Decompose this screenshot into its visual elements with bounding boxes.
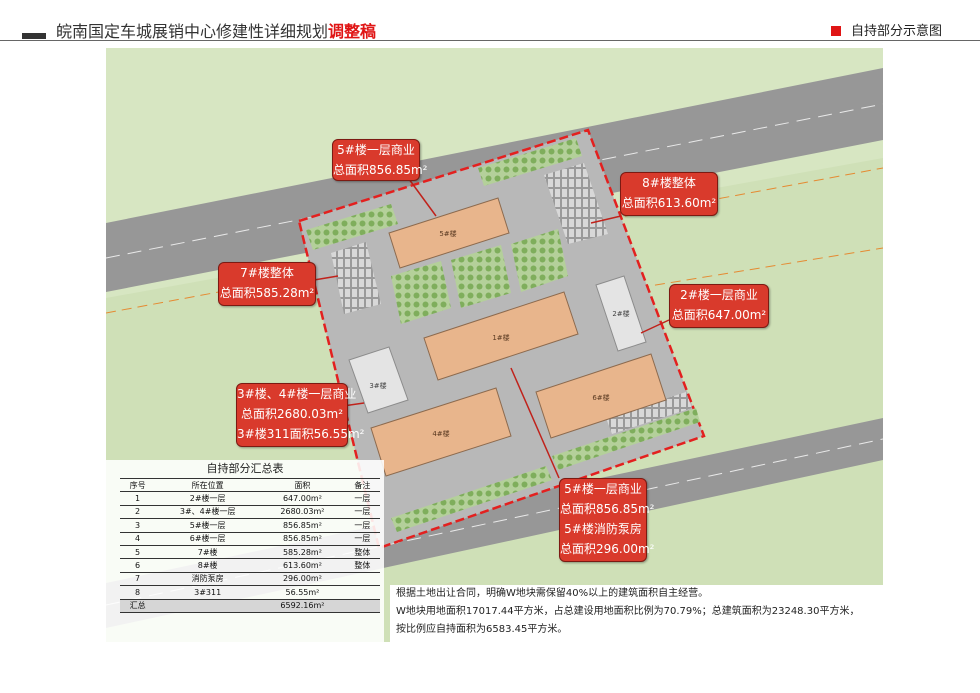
explanatory-note: 根据土地出让合同，明确W地块需保留40%以上的建筑面积自主经营。 W地块用地面积…: [390, 585, 885, 642]
building-7: [348, 346, 409, 414]
col-header-note: 备注: [344, 477, 380, 493]
building-2: [595, 275, 647, 352]
col-header-location: 所在位置: [155, 477, 261, 493]
leader-5: [405, 174, 437, 217]
page-title: 皖南国定车城展销中心修建性详细规划调整稿: [56, 22, 377, 41]
page-subtitle: 自持部分示意图: [830, 20, 942, 39]
building-1: [423, 291, 579, 381]
green-strip-se: [552, 408, 700, 470]
building-5: [388, 197, 510, 269]
header-bar: [22, 33, 46, 39]
callout-building-8: 8#楼整体总面积613.60m²: [620, 172, 718, 216]
col-header-index: 序号: [120, 477, 156, 493]
table-header-row: 序号 所在位置 面积 备注: [120, 477, 380, 493]
col-header-area: 面积: [260, 477, 345, 493]
leader-5b: [510, 367, 560, 479]
green-strip-sw: [391, 466, 552, 532]
callout-building-2: 2#楼一层商业总面积647.00m²: [669, 284, 769, 328]
green-strip-n: [478, 138, 582, 186]
header-rule: [0, 40, 980, 41]
green-square-2: [451, 245, 511, 308]
parking-south-east: [606, 392, 692, 434]
leader-8: [590, 215, 622, 224]
building-label-4: 4#楼: [432, 429, 449, 438]
callout-building-5-commercial: 5#楼一层商业总面积856.85m²: [332, 139, 428, 181]
parking-east: [544, 163, 608, 244]
callout-building-7: 7#楼整体总面积585.28m²: [218, 262, 316, 306]
title-accent: 调整稿: [328, 22, 377, 41]
parking-west: [331, 242, 381, 314]
site-plan: 5#楼 2#楼 1#楼 4#楼 3#楼 6#楼: [106, 48, 883, 642]
green-square-3: [511, 229, 568, 292]
building-label-3: 3#楼: [369, 381, 386, 390]
building-label-2: 2#楼: [612, 309, 629, 318]
green-square-1: [391, 261, 451, 324]
building-label-5: 5#楼: [439, 229, 456, 238]
building-6: [535, 353, 667, 439]
building-label-6: 6#楼: [592, 393, 609, 402]
summary-table-title: 自持部分汇总表: [206, 462, 284, 475]
green-strip-nw: [306, 204, 398, 250]
note-line-1: 根据土地出让合同，明确W地块需保留40%以上的建筑面积自主经营。: [396, 588, 709, 599]
note-line-2: W地块用地面积17017.44平方米，占总建设用地面积比例为70.79%；总建筑…: [396, 606, 860, 617]
leader-7: [313, 275, 339, 281]
leader-2: [640, 319, 670, 334]
red-square-icon: [830, 26, 841, 36]
note-line-3: 按比例应自持面积为6583.45平方米。: [396, 624, 568, 635]
building-label-1: 1#楼: [492, 333, 509, 342]
